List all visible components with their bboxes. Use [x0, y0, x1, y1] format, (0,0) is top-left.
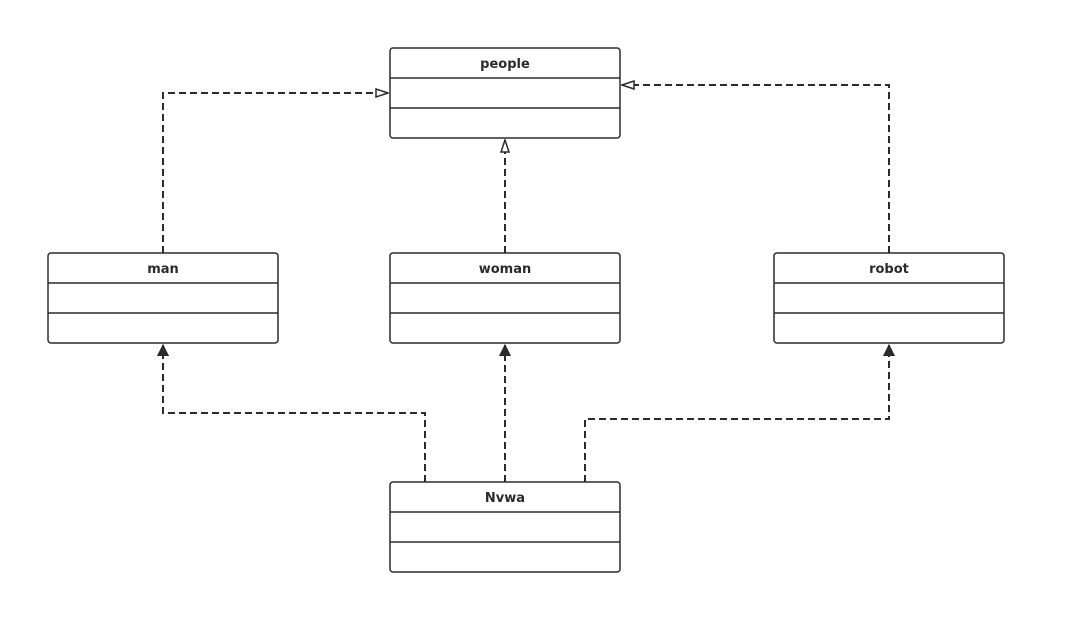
- class-name: man: [147, 262, 179, 277]
- realization-edges: [162, 85, 890, 253]
- class-woman[interactable]: woman: [389, 252, 621, 344]
- class-box: [389, 481, 621, 573]
- edge-nvwa-to-robot[interactable]: [584, 345, 889, 482]
- class-box: [389, 252, 621, 344]
- class-box: [773, 252, 1005, 344]
- class-nvwa[interactable]: Nvwa: [389, 481, 621, 573]
- class-name: Nvwa: [485, 491, 525, 506]
- class-people[interactable]: people: [389, 47, 621, 139]
- class-name: woman: [479, 262, 532, 277]
- class-man[interactable]: man: [47, 252, 279, 344]
- class-robot[interactable]: robot: [773, 252, 1005, 344]
- class-box: [47, 252, 279, 344]
- edge-robot-to-people[interactable]: [622, 85, 890, 253]
- class-box: [389, 47, 621, 139]
- dependency-edges: [163, 345, 889, 482]
- edge-nvwa-to-man[interactable]: [163, 345, 426, 482]
- class-name: robot: [869, 262, 909, 277]
- class-name: people: [480, 57, 530, 72]
- edge-man-to-people[interactable]: [162, 93, 388, 253]
